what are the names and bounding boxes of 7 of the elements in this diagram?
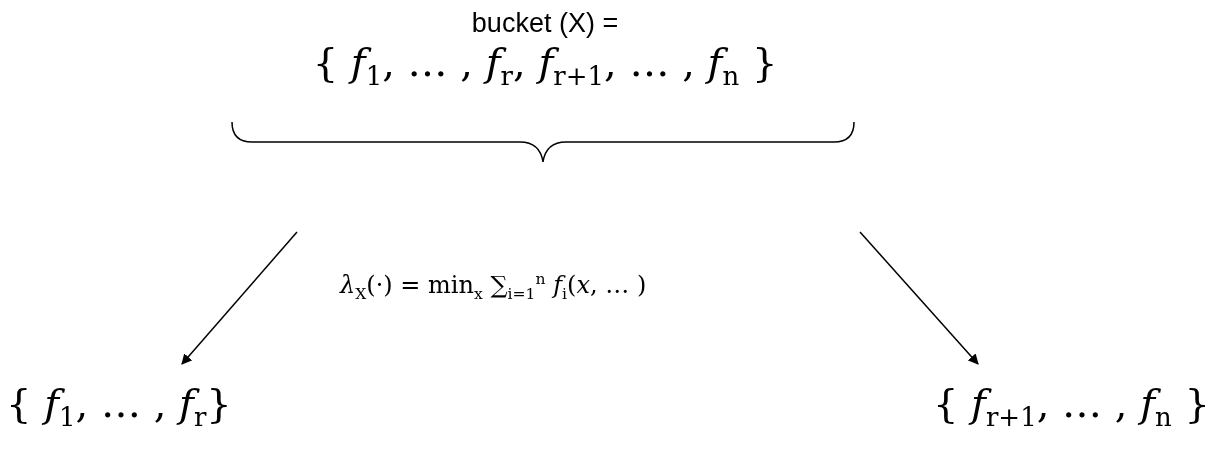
heading: bucket (X) = [470, 8, 620, 39]
arrow [859, 231, 979, 365]
formula: λ$_{X}$(·) = min$_{x}$ ∑$_{i=1}$$^{n}$ f$_{i}$(x, … ) [340, 270, 647, 303]
set-text: { f$_{1}$, … , f$_{r}$} [0, 368, 310, 458]
set-text: { f$_{1}$, … , f$_{r}$, f$_{r+1}$, … , f$_{n}$ } [311, 39, 779, 91]
arrow [181, 231, 298, 365]
set-text: { f$_{r+1}$, … , f$_{n}$ } [740, 368, 1220, 458]
